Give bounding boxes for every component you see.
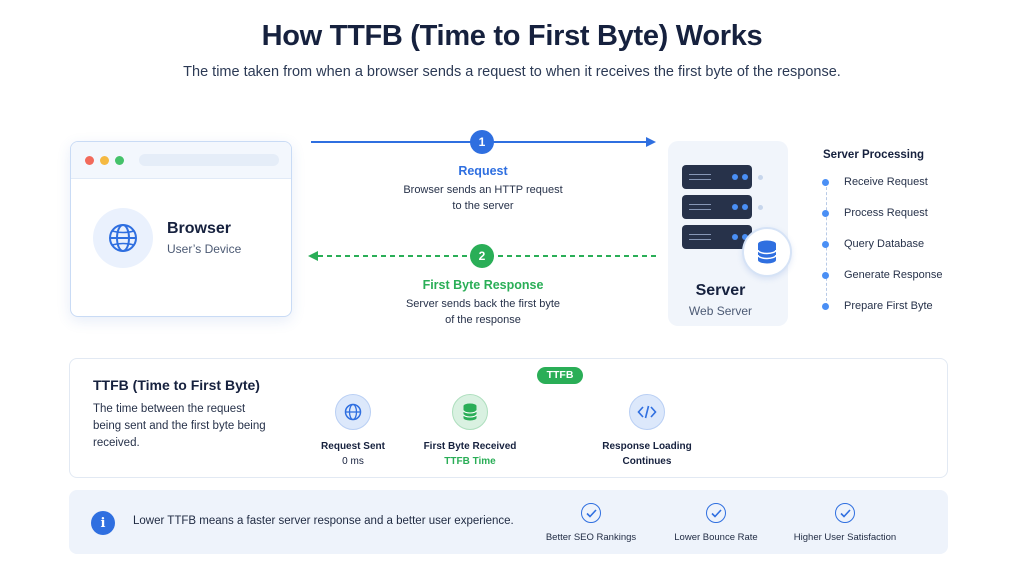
request-title: Request: [458, 164, 508, 178]
server-subtitle: Web Server: [688, 304, 753, 318]
benefit-item: Higher User Satisfaction: [780, 503, 910, 543]
globe-icon: [335, 394, 371, 430]
info-icon: i: [91, 511, 115, 535]
ttfb-pill: TTFB: [537, 367, 583, 384]
timeline-request-sent: Request Sent 0 ms: [293, 439, 413, 469]
browser-window: Browser User’s Device: [70, 141, 292, 317]
timeline-loading-label: Response Loading: [602, 441, 692, 452]
check-icon: [835, 503, 855, 523]
server-rack-icon: [682, 165, 752, 189]
timeline-received-value: TTFB Time: [444, 456, 496, 467]
globe-icon: [93, 208, 153, 268]
response-arrowhead-icon: [308, 251, 318, 261]
benefit-label: Lower Bounce Rate: [674, 532, 758, 543]
benefit-label: Higher User Satisfaction: [793, 532, 897, 543]
database-icon: [452, 394, 488, 430]
page-title: How TTFB (Time to First Byte) Works: [261, 20, 763, 52]
ttfb-title: TTFB (Time to First Byte): [93, 377, 260, 393]
info-panel: i Lower TTFB means a faster server respo…: [69, 490, 948, 554]
minimize-dot-icon: [100, 156, 109, 165]
database-icon: [742, 227, 792, 277]
response-description: Server sends back the first byte of the …: [383, 296, 583, 328]
ttfb-description: The time between the request being sent …: [93, 403, 266, 449]
timeline-sent-label: Request Sent: [321, 441, 385, 452]
response-title: First Byte Response: [422, 278, 544, 292]
server-rack-icon: [682, 195, 752, 219]
server-card: Server Web Server: [668, 141, 792, 326]
ttfb-panel: TTFB (Time to First Byte) The time betwe…: [69, 358, 948, 478]
benefit-item: Lower Bounce Rate: [651, 503, 781, 543]
info-text: Lower TTFB means a faster server respons…: [133, 515, 514, 527]
timeline-loading-value: Continues: [622, 456, 672, 467]
step-2-badge: 2: [470, 244, 494, 268]
timeline-received-label: First Byte Received: [423, 441, 517, 452]
processing-step: Process Request: [822, 206, 928, 220]
request-desc-line-1: Browser sends an HTTP request: [403, 184, 563, 196]
benefit-item: Better SEO Rankings: [526, 503, 656, 543]
timeline-sent-value: 0 ms: [342, 456, 364, 467]
maximize-dot-icon: [115, 156, 124, 165]
check-icon: [581, 503, 601, 523]
timeline-first-byte: First Byte Received TTFB Time: [410, 439, 530, 469]
browser-title: Browser: [167, 220, 232, 237]
request-description: Browser sends an HTTP request to the ser…: [383, 182, 583, 214]
step-1-badge: 1: [470, 130, 494, 154]
check-icon: [706, 503, 726, 523]
request-arrowhead-icon: [646, 137, 656, 147]
processing-step: Generate Response: [822, 268, 942, 282]
close-dot-icon: [85, 156, 94, 165]
server-title: Server: [695, 282, 746, 299]
processing-step: Prepare First Byte: [822, 299, 933, 313]
page-subtitle: The time taken from when a browser sends…: [183, 64, 841, 80]
browser-subtitle: User’s Device: [167, 242, 242, 256]
request-desc-line-2: to the server: [452, 200, 514, 212]
processing-step: Receive Request: [822, 175, 928, 189]
timeline-response-loading: Response Loading Continues: [587, 439, 707, 469]
processing-step: Query Database: [822, 237, 924, 251]
address-bar: [139, 154, 279, 166]
benefit-label: Better SEO Rankings: [545, 532, 637, 543]
browser-titlebar: [71, 142, 291, 179]
server-rack-icon: [682, 225, 752, 249]
server-processing-title: Server Processing: [823, 149, 925, 161]
response-desc-line-1: Server sends back the first byte: [405, 298, 561, 310]
code-icon: [629, 394, 665, 430]
response-desc-line-2: of the response: [445, 314, 521, 326]
